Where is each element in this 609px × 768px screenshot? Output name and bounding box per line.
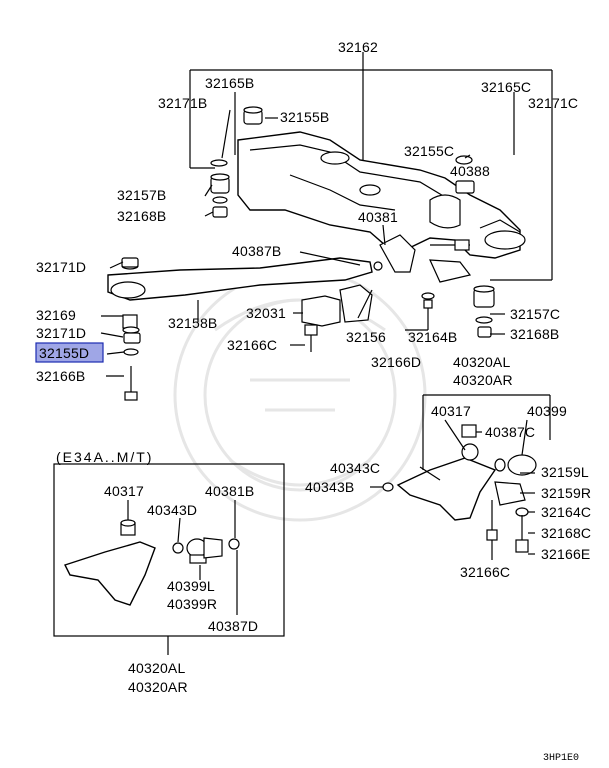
label-32166B[interactable]: 32166B: [36, 368, 85, 384]
label-40343C[interactable]: 40343C: [330, 460, 380, 476]
lower-arm-right: [382, 424, 537, 553]
label-32171C[interactable]: 32171C: [528, 95, 578, 111]
label-32169[interactable]: 32169: [36, 307, 76, 323]
label-40387C[interactable]: 40387C: [485, 424, 535, 440]
label-40399L[interactable]: 40399L: [167, 578, 215, 594]
inset-title: (E34A..M/T): [56, 449, 153, 465]
label-40399[interactable]: 40399: [527, 403, 567, 419]
crossmember-32162: [237, 131, 526, 259]
inset-frame: [53, 463, 285, 637]
member-32158B: [107, 257, 373, 301]
label-32171D-bottom[interactable]: 32171D: [36, 325, 86, 341]
label-32162[interactable]: 32162: [338, 39, 378, 55]
label-40320AR-right[interactable]: 40320AR: [453, 372, 513, 388]
label-40317-inset[interactable]: 40317: [104, 483, 144, 499]
label-32157C[interactable]: 32157C: [510, 306, 560, 322]
label-32159L[interactable]: 32159L: [541, 464, 589, 480]
label-32155B[interactable]: 32155B: [280, 109, 329, 125]
highlight-box: [35, 342, 104, 363]
label-32156[interactable]: 32156: [346, 329, 386, 345]
label-32165B[interactable]: 32165B: [205, 75, 254, 91]
label-32155C[interactable]: 32155C: [404, 143, 454, 159]
label-32159R[interactable]: 32159R: [541, 485, 591, 501]
label-32031[interactable]: 32031: [246, 305, 286, 321]
label-40343D[interactable]: 40343D: [147, 502, 197, 518]
left-bolt-stack: [122, 314, 141, 401]
label-40320AL-right[interactable]: 40320AL: [453, 354, 510, 370]
label-32164B[interactable]: 32164B: [408, 329, 457, 345]
label-32168B-left[interactable]: 32168B: [117, 208, 166, 224]
right-mount-stack: [455, 155, 495, 338]
label-32168C[interactable]: 32168C: [541, 525, 591, 541]
label-32171D-top[interactable]: 32171D: [36, 259, 86, 275]
label-32166D[interactable]: 32166D: [371, 354, 421, 370]
label-40317-right[interactable]: 40317: [431, 403, 471, 419]
label-32165C[interactable]: 32165C: [481, 79, 531, 95]
label-32168B-right[interactable]: 32168B: [510, 326, 559, 342]
label-40381B[interactable]: 40381B: [205, 483, 254, 499]
mount-32031: [301, 284, 373, 352]
label-32158B[interactable]: 32158B: [168, 315, 217, 331]
label-40399R[interactable]: 40399R: [167, 596, 217, 612]
label-32166C-mid[interactable]: 32166C: [227, 337, 277, 353]
label-40381[interactable]: 40381: [358, 209, 398, 225]
part-labels: 32162 32165B 32171B 32155B 32165C 32171C…: [36, 39, 591, 764]
label-32157B[interactable]: 32157B: [117, 187, 166, 203]
label-40387B[interactable]: 40387B: [232, 243, 281, 259]
lower-arm-inset: [64, 519, 240, 606]
label-32166E[interactable]: 32166E: [541, 546, 590, 562]
label-40387D[interactable]: 40387D: [208, 618, 258, 634]
label-32171B[interactable]: 32171B: [158, 95, 207, 111]
label-32164C[interactable]: 32164C: [541, 504, 591, 520]
bracket-40381: [360, 234, 472, 283]
left-mount-stack: [210, 106, 263, 218]
label-40388[interactable]: 40388: [450, 163, 490, 179]
label-32155D[interactable]: 32155D: [39, 345, 89, 361]
bolt-32166D: [421, 292, 435, 330]
reference-code: 3HP1E0: [543, 753, 579, 764]
label-40320AL-bottom[interactable]: 40320AL: [128, 660, 185, 676]
label-32166C-bottom[interactable]: 32166C: [460, 564, 510, 580]
label-40343B[interactable]: 40343B: [305, 479, 354, 495]
leader-lines: [100, 52, 553, 655]
label-40320AR-bottom[interactable]: 40320AR: [128, 679, 188, 695]
